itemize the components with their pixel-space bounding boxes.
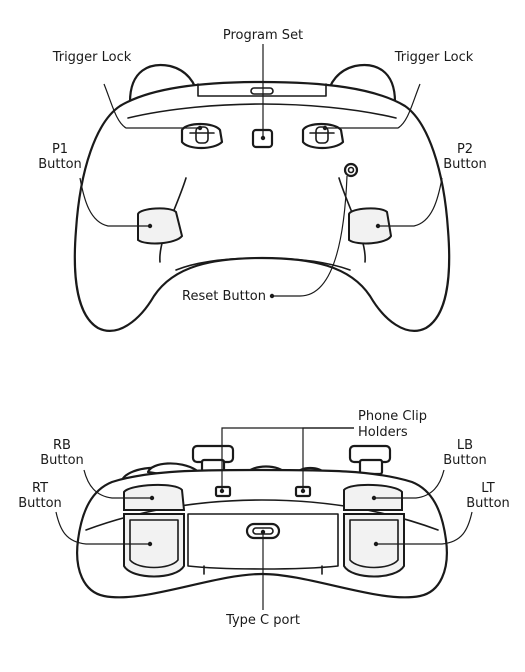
lt-trigger[interactable] bbox=[343, 513, 405, 578]
phone-clip-label-line1: Phone Clip bbox=[358, 409, 427, 424]
p2-paddle[interactable] bbox=[348, 207, 393, 245]
trigger-lock-right-label: Trigger Lock bbox=[394, 50, 474, 65]
type-c-port-label: Type C port bbox=[225, 613, 300, 628]
lt-label-line1: LT bbox=[481, 481, 494, 496]
rb-label-line2: Button bbox=[40, 453, 84, 468]
usb-slot bbox=[250, 87, 274, 95]
body-contour bbox=[127, 103, 397, 119]
reset-button-inner bbox=[347, 166, 355, 174]
trigger-lock-right[interactable] bbox=[301, 122, 345, 150]
p2-label-line1: P2 bbox=[457, 142, 473, 157]
p1-paddle[interactable] bbox=[137, 207, 184, 245]
controller-rear-view: Phone Clip Holders RB Button LB Button R… bbox=[18, 409, 510, 628]
center-housing bbox=[187, 513, 339, 570]
rt-label-line2: Button bbox=[18, 496, 62, 511]
bottom-contour bbox=[175, 257, 351, 271]
rt-label-line1: RT bbox=[32, 481, 48, 496]
phone-clip-label-line2: Holders bbox=[358, 425, 408, 440]
lb-label-line2: Button bbox=[443, 453, 487, 468]
feet bbox=[203, 565, 323, 575]
lb-label-line1: LB bbox=[457, 438, 473, 453]
p2-label-line2: Button bbox=[443, 157, 487, 172]
top-slot bbox=[197, 83, 327, 97]
rb-label-line1: RB bbox=[53, 438, 71, 453]
rt-trigger-inner bbox=[129, 519, 179, 569]
lt-trigger-inner bbox=[349, 519, 399, 569]
program-set-label: Program Set bbox=[223, 28, 303, 43]
controller-back-view: Program Set Trigger Lock Trigger Lock P1… bbox=[38, 28, 487, 332]
trigger-lock-left[interactable] bbox=[180, 122, 224, 150]
rt-trigger[interactable] bbox=[123, 513, 185, 578]
leader-lines-top bbox=[79, 44, 443, 299]
p1-label-line1: P1 bbox=[52, 142, 68, 157]
leader-lines-rear bbox=[55, 427, 473, 610]
lt-label-line2: Button bbox=[466, 496, 510, 511]
controller-body-back bbox=[73, 80, 451, 332]
reset-button[interactable] bbox=[343, 162, 359, 178]
reset-button-label: Reset Button bbox=[182, 289, 266, 304]
trigger-lock-left-label: Trigger Lock bbox=[52, 50, 132, 65]
p1-label-line2: Button bbox=[38, 157, 82, 172]
